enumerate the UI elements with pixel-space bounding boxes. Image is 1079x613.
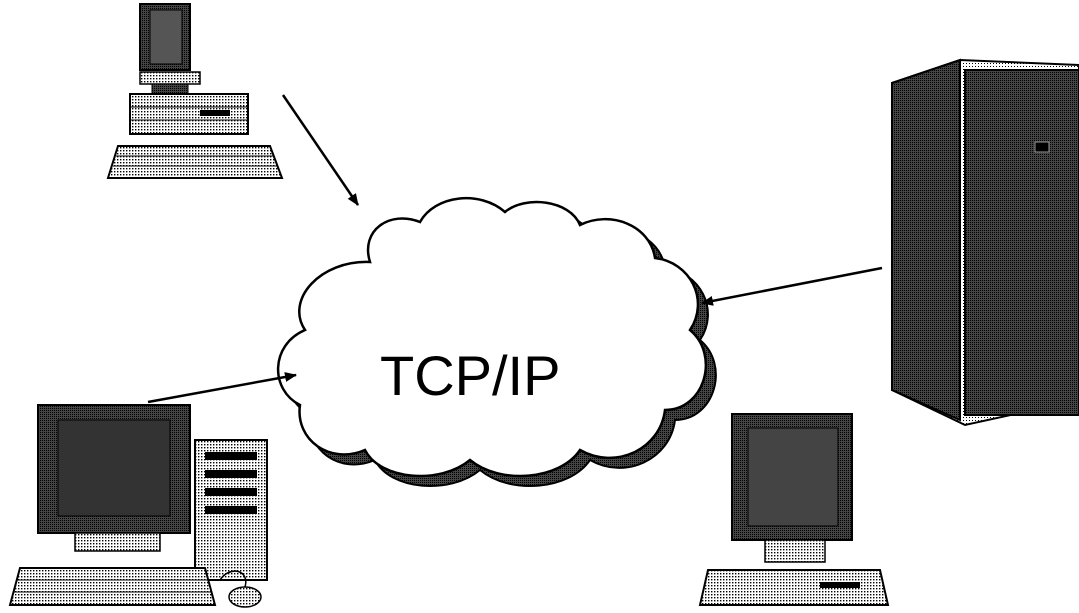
tower-server	[891, 58, 1079, 427]
arrow-desktop-bottom-left-to-cloud	[147, 372, 297, 404]
cloud-shape	[276, 197, 707, 478]
system-unit-icon	[698, 569, 890, 606]
monitor-icon	[37, 404, 191, 552]
desktop-top-workstation	[106, 3, 284, 179]
keyboard-icon	[106, 145, 284, 179]
monitor-icon	[139, 3, 201, 95]
tower-pc-icon	[194, 439, 268, 581]
arrow-desktop-top-to-cloud	[281, 94, 360, 206]
desktop-bottom-left-workstation	[8, 404, 268, 608]
keyboard-icon	[8, 567, 217, 606]
tcpip-cloud: TCP/IP	[276, 197, 717, 487]
monitor-bottom-right-workstation	[698, 413, 890, 606]
server-icon	[891, 58, 1079, 427]
cloud-label: TCP/IP	[380, 344, 560, 407]
system-unit-icon	[129, 93, 249, 135]
monitor-icon	[731, 413, 853, 563]
connection-arrows	[147, 94, 883, 404]
arrow-server-to-cloud	[701, 266, 883, 306]
mouse-icon	[219, 570, 262, 608]
